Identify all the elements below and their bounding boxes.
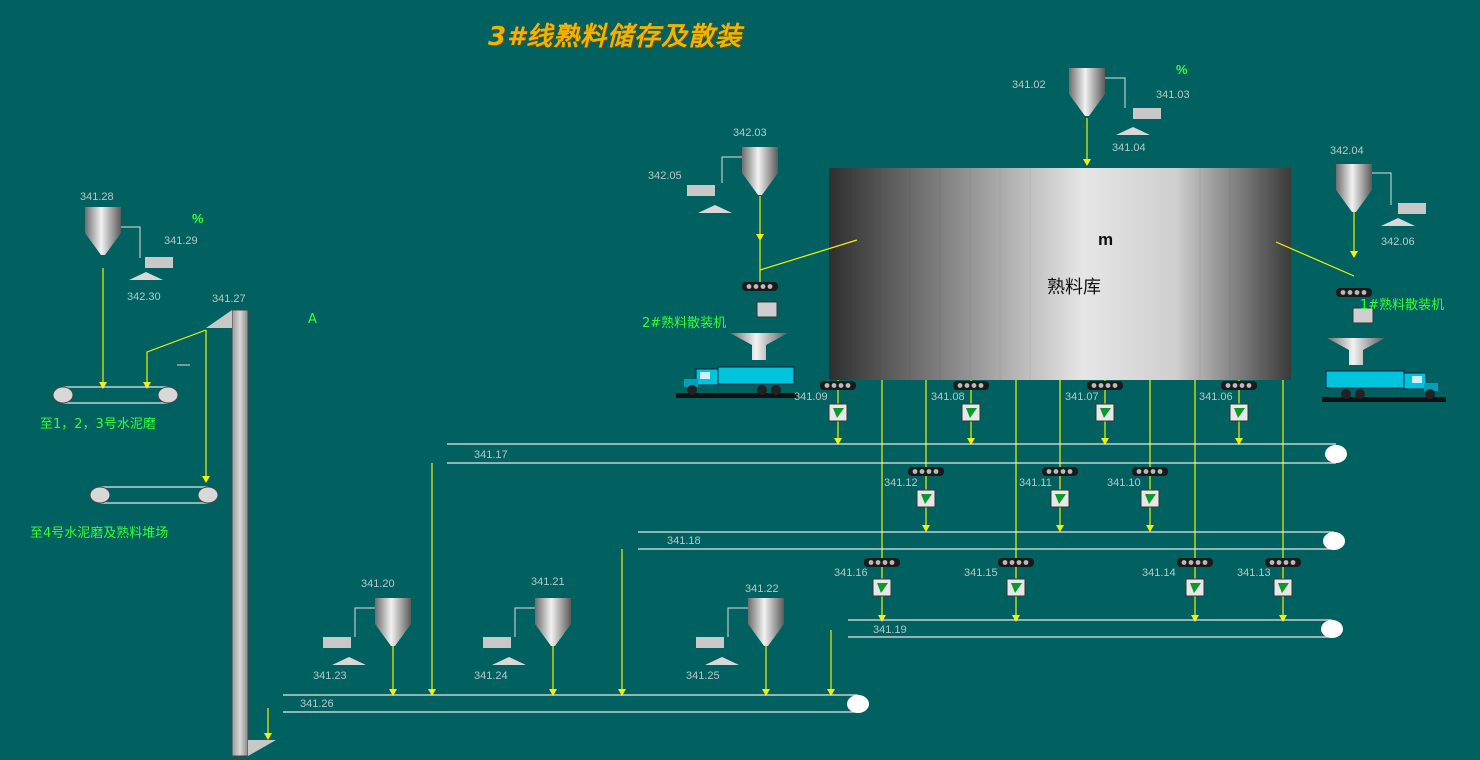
tag-341-11[interactable]: 341.11: [1019, 477, 1052, 489]
tag-342-04[interactable]: 342.04: [1330, 145, 1364, 157]
percent-top: %: [1176, 62, 1188, 77]
hopper-342-03: [742, 147, 778, 195]
tag-341-13[interactable]: 341.13: [1237, 567, 1271, 579]
tag-341-29[interactable]: 341.29: [164, 235, 198, 247]
tag-341-04[interactable]: 341.04: [1112, 142, 1146, 154]
tag-341-18[interactable]: 341.18: [667, 535, 701, 547]
tag-341-25[interactable]: 341.25: [686, 670, 720, 682]
tag-341-20[interactable]: 341.20: [361, 578, 395, 590]
truck-left: [676, 366, 798, 398]
tag-341-02[interactable]: 341.02: [1012, 79, 1046, 91]
bucket-elevator: [206, 309, 276, 757]
tag-341-24[interactable]: 341.24: [474, 670, 508, 682]
percent-left: %: [192, 211, 204, 226]
clinker-silo: [829, 168, 1291, 380]
hopper-341-02: [1069, 68, 1105, 116]
hopper-341-21: [535, 598, 571, 646]
belt-conveyors: [63, 386, 1336, 713]
marker-a: A: [308, 312, 317, 327]
to-mill4-label: 至4号水泥磨及熟料堆场: [30, 526, 169, 541]
tag-341-17[interactable]: 341.17: [474, 449, 508, 461]
tag-341-09[interactable]: 341.09: [794, 391, 828, 403]
page-title: 3#线熟料储存及散装: [488, 22, 743, 52]
tag-341-23[interactable]: 341.23: [313, 670, 347, 682]
tag-341-10[interactable]: 341.10: [1107, 477, 1141, 489]
tag-341-26[interactable]: 341.26: [300, 698, 334, 710]
hopper-342-04: [1336, 164, 1372, 212]
bulk-loader-2: [730, 301, 788, 360]
tag-341-21[interactable]: 341.21: [531, 576, 565, 588]
tag-341-19[interactable]: 341.19: [873, 624, 907, 636]
silo-level-unit: m: [1098, 230, 1114, 249]
tag-341-06[interactable]: 341.06: [1199, 391, 1233, 403]
tag-342-03[interactable]: 342.03: [733, 127, 767, 139]
tag-341-03[interactable]: 341.03: [1156, 89, 1190, 101]
tag-341-22[interactable]: 341.22: [745, 583, 779, 595]
silo-name: 熟料库: [1047, 277, 1101, 298]
bulk-loader-1: [1327, 307, 1385, 365]
tag-341-07[interactable]: 341.07: [1065, 391, 1099, 403]
hopper-341-28: [85, 207, 121, 255]
loader1-label[interactable]: 1#熟料散装机: [1360, 298, 1445, 313]
tag-341-28[interactable]: 341.28: [80, 191, 114, 203]
loader2-label[interactable]: 2#熟料散装机: [642, 316, 727, 331]
tag-341-27[interactable]: 341.27: [212, 293, 246, 305]
tag-342-05[interactable]: 342.05: [648, 170, 682, 182]
tag-341-14[interactable]: 341.14: [1142, 567, 1176, 579]
tag-341-16[interactable]: 341.16: [834, 567, 868, 579]
tag-342-30[interactable]: 342.30: [127, 291, 161, 303]
hopper-341-22: [748, 598, 784, 646]
hopper-341-20: [375, 598, 411, 646]
tag-342-06[interactable]: 342.06: [1381, 236, 1415, 248]
tag-341-12[interactable]: 341.12: [884, 477, 918, 489]
tag-341-08[interactable]: 341.08: [931, 391, 965, 403]
to-mills-label: 至1，2，3号水泥磨: [40, 417, 156, 432]
truck-right: [1322, 370, 1446, 402]
tag-341-15[interactable]: 341.15: [964, 567, 998, 579]
